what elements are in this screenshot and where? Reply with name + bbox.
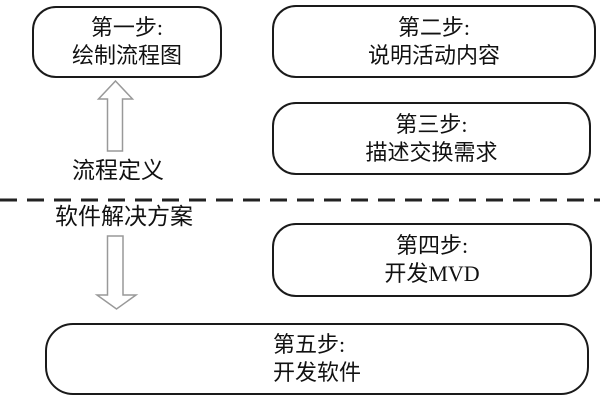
step1-title: 第一步:	[90, 15, 164, 40]
process-definition-label: 流程定义	[72, 158, 164, 183]
step3-text: 第三步: 描述交换需求	[365, 111, 497, 167]
step2-text: 第二步: 说明活动内容	[368, 14, 500, 70]
step4-box: 第四步: 开发MVD	[272, 223, 592, 297]
step5-box: 第五步: 开发软件	[45, 323, 589, 395]
step5-title: 第五步:	[272, 332, 346, 357]
software-solution-label: 软件解决方案	[55, 204, 193, 229]
step2-desc: 说明活动内容	[367, 42, 500, 68]
step1-box: 第一步: 绘制流程图	[32, 6, 222, 78]
step1-desc: 绘制流程图	[71, 43, 182, 68]
up-arrow-icon	[96, 79, 135, 152]
step2-box: 第二步: 说明活动内容	[272, 5, 596, 78]
step3-desc: 描述交换需求	[365, 139, 498, 165]
step3-box: 第三步: 描述交换需求	[272, 102, 591, 175]
step4-text: 第四步: 开发MVD	[384, 232, 479, 288]
step5-desc: 开发软件	[272, 360, 361, 385]
step5-text: 第五步: 开发软件	[273, 331, 361, 387]
step2-title: 第二步:	[397, 14, 471, 40]
step3-title: 第三步:	[395, 111, 468, 137]
down-arrow-icon	[94, 235, 139, 310]
step1-text: 第一步: 绘制流程图	[72, 14, 182, 70]
step4-desc: 开发MVD	[384, 261, 480, 286]
step4-title: 第四步:	[395, 233, 469, 258]
